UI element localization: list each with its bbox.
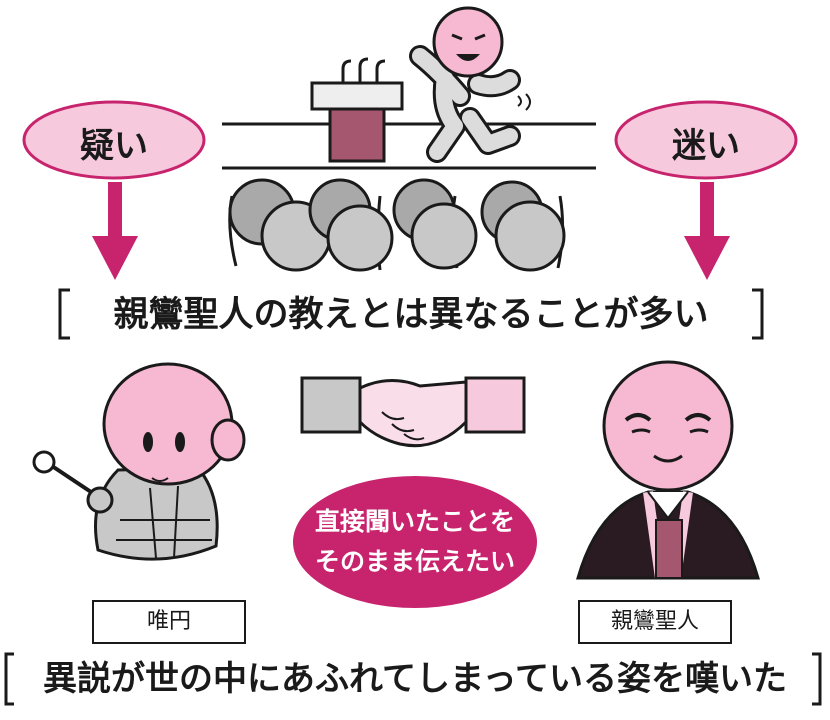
top-banner-right-bracket [752,288,764,340]
running-speaker [409,6,531,163]
center-message-line2: そのまま伝えたい [314,547,515,576]
left-down-arrow [92,182,138,280]
handshake [300,376,526,448]
right-oval [614,100,798,180]
left-oval [22,100,206,180]
right-down-arrow [684,182,730,280]
yuien-name-box: 唯円 [92,600,246,644]
right-oval-label: 迷い [672,126,740,166]
bottom-banner-right-bracket [812,652,822,706]
center-message-line1: 直接聞いたことを [314,507,515,536]
yuien-figure [32,362,246,561]
shinran-name-box: 親鸞聖人 [578,600,732,644]
bottom-banner-left-bracket [4,652,14,706]
top-banner-text: 親鸞聖人の教えとは異なることが多い [113,295,709,335]
center-message-text: 直接聞いたことを そのまま伝えたい [300,502,530,582]
top-banner-left-bracket [58,288,70,340]
shinran-figure [576,360,760,580]
center-message-bubble [293,476,537,608]
left-oval-label: 疑い [80,126,148,166]
bottom-banner-text: 異説が世の中にあふれてしまっている姿を嘆いた [43,659,787,699]
lectern [310,57,404,163]
audience [228,178,566,272]
